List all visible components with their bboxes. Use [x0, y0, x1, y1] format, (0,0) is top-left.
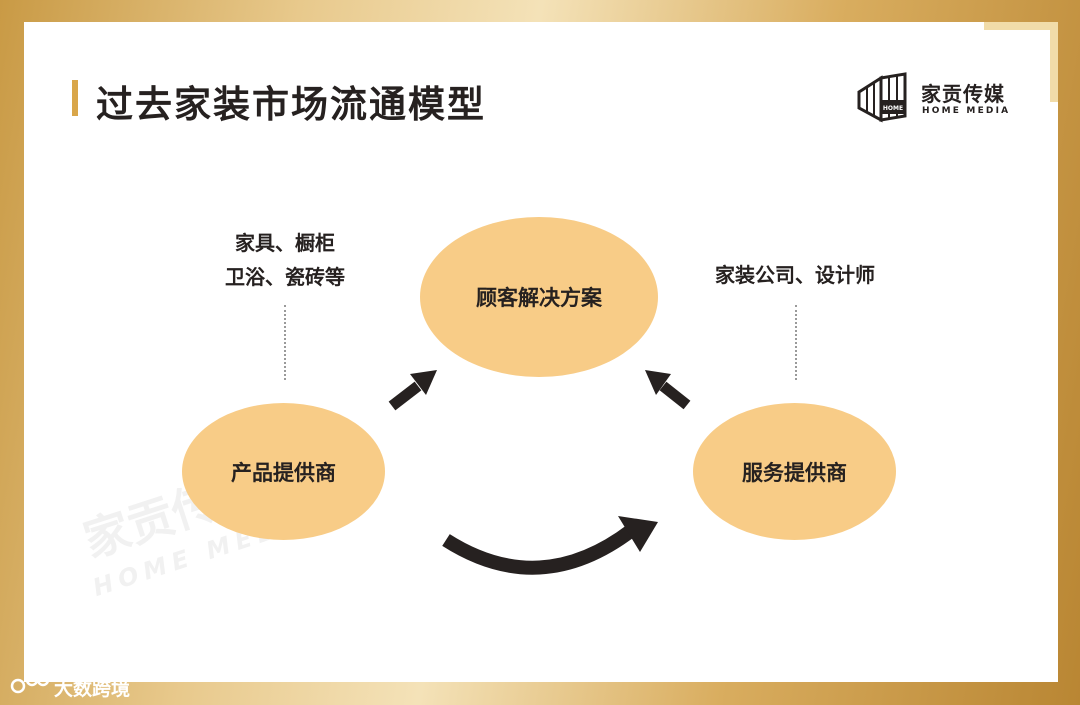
footer-brand-icon	[10, 673, 50, 694]
brand-logo: HOME 家贡传媒 HOME MEDIA	[855, 70, 1015, 126]
product-examples-line-1: 家具、橱柜	[235, 231, 335, 255]
product-provider-node: 产品提供商	[182, 403, 385, 540]
logo-mark-icon: HOME	[857, 72, 907, 123]
service-connector-line	[795, 305, 797, 380]
arrow-service-to-customer-icon	[645, 370, 691, 410]
arrow-product-to-service-icon	[442, 516, 658, 575]
service-provider-label: 服务提供商	[742, 460, 847, 485]
logo-subtext: HOME MEDIA	[922, 106, 1011, 116]
page-title: 过去家装市场流通模型	[96, 83, 486, 126]
product-provider-label: 产品提供商	[231, 460, 336, 485]
footer-brand-text: 大数跨境	[54, 678, 131, 700]
title-accent-bar	[72, 80, 78, 116]
service-provider-node: 服务提供商	[693, 403, 896, 540]
product-examples-line-2: 卫浴、瓷砖等	[225, 265, 345, 289]
product-connector-line	[284, 305, 286, 380]
customer-solution-node: 顾客解决方案	[420, 217, 658, 377]
service-examples-line: 家装公司、设计师	[715, 263, 875, 287]
product-examples-label: 家具、橱柜 卫浴、瓷砖等	[200, 226, 370, 294]
logo-mark-text: HOME	[883, 105, 903, 112]
customer-solution-label: 顾客解决方案	[476, 286, 602, 310]
logo-text: 家贡传媒	[921, 82, 1005, 106]
corner-accent	[984, 22, 1058, 102]
arrow-product-to-customer-icon	[388, 370, 437, 411]
service-examples-label: 家装公司、设计师	[700, 258, 890, 292]
